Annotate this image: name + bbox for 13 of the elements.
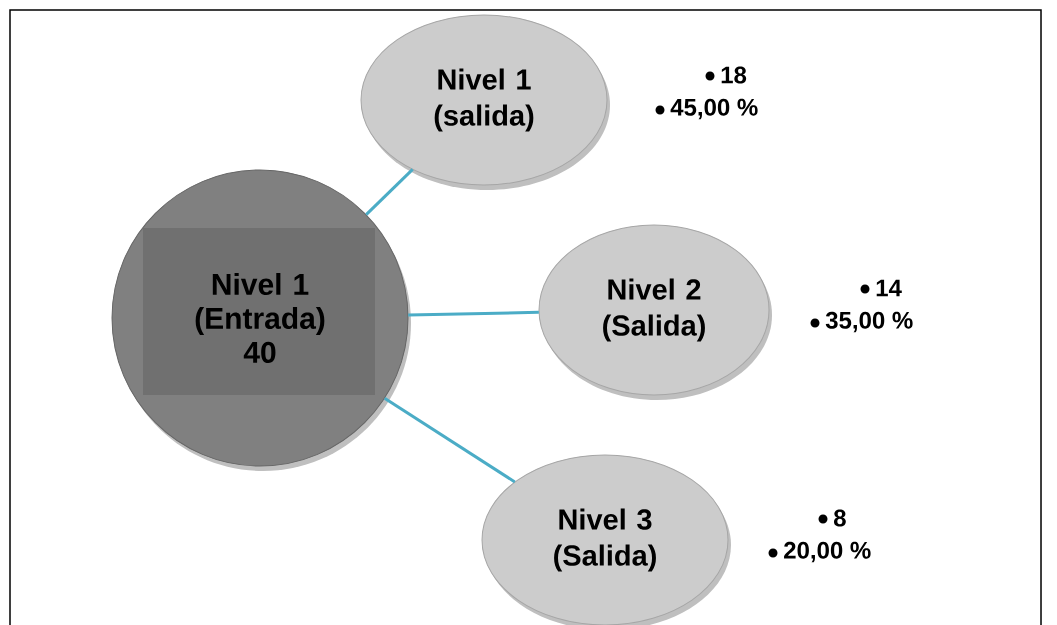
connector-line (408, 310, 539, 317)
bullet-item: 20,00 % (768, 541, 871, 563)
bullet-item: 18 (705, 66, 747, 84)
ellipse-node: Nivel 1 (salida) (360, 14, 610, 190)
connector-line (365, 168, 414, 216)
bullet-item: 45,00 % (655, 98, 758, 120)
circle-node: Nivel 1 (Entrada) 40 (111, 169, 411, 471)
bullet-item: 8 (818, 509, 846, 527)
bullet-item: 14 (860, 279, 902, 297)
bullet-item: 35,00 % (810, 311, 913, 333)
ellipse-node: Nivel 2 (Salida) (538, 224, 772, 400)
ellipse-node: Nivel 3 (Salida) (481, 454, 731, 625)
connector-line (383, 396, 516, 484)
